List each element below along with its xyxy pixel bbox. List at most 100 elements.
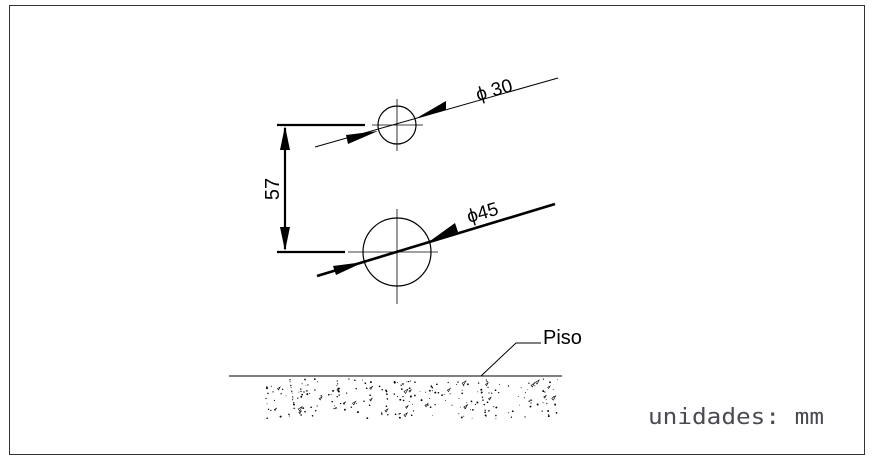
hatch-dot	[293, 407, 295, 409]
hatch-dot	[380, 413, 383, 415]
hatch-dot	[350, 406, 353, 408]
hatch-dot	[524, 392, 526, 394]
hatch-dot	[547, 415, 550, 418]
hatch-dot	[304, 410, 306, 413]
hatch-dot	[466, 383, 469, 386]
hatch-dot	[545, 399, 547, 401]
spacing-value-label: 57	[262, 178, 284, 200]
hatch-dot	[549, 381, 551, 384]
hatch-dot	[288, 415, 290, 417]
hatch-dot	[267, 392, 269, 395]
hatch-dot	[511, 410, 514, 413]
hatch-aggregate	[547, 385, 551, 390]
hatch-dot	[293, 403, 295, 406]
hatch-dot	[458, 413, 460, 415]
hatch-dot	[491, 392, 493, 394]
hatch-dot	[314, 389, 316, 391]
hatch-dot	[548, 414, 550, 416]
hatch-dot	[508, 412, 510, 414]
hatch-dot	[484, 414, 487, 417]
hatch-dot	[331, 400, 333, 403]
hatch-dot	[400, 413, 401, 415]
hatch-dot	[402, 383, 404, 385]
hatch-dot	[290, 384, 292, 387]
hatch-dot	[488, 409, 490, 412]
hatch-dot	[400, 388, 403, 390]
hatch-dot	[266, 417, 268, 419]
hatch-dot	[387, 414, 389, 416]
spacing-dimension: 57	[262, 123, 365, 254]
hatch-dot	[272, 391, 274, 393]
hatch-dot	[427, 404, 429, 406]
hatch-dot	[483, 403, 485, 406]
hatch-dot	[308, 392, 310, 394]
hatch-dot	[485, 379, 487, 381]
hatch-aggregate	[403, 388, 409, 395]
hatch-dot	[434, 391, 437, 394]
hatch-dot	[493, 406, 495, 408]
hatch-dot	[480, 391, 483, 394]
hatch-dot	[297, 397, 299, 399]
hatch-dot	[398, 413, 400, 415]
hatch-dot	[332, 390, 334, 392]
hatch-dot	[334, 408, 336, 410]
hatch-dot	[289, 381, 291, 383]
hatch-dot	[429, 406, 432, 409]
hatch-dot	[554, 404, 556, 406]
hatch-dot	[356, 403, 357, 405]
hatch-dot	[542, 390, 545, 393]
hatch-aggregate	[318, 396, 323, 401]
hatch-dot	[546, 402, 548, 404]
hatch-dot	[369, 381, 372, 384]
hatch-aggregate	[384, 408, 389, 413]
hatch-dot	[431, 390, 433, 392]
hatch-aggregate	[463, 403, 469, 410]
hatch-dot	[536, 403, 539, 406]
hatch-dot	[346, 392, 348, 394]
hatch-dot	[281, 388, 284, 390]
floor: Piso	[229, 327, 582, 420]
hatch-dot	[486, 401, 489, 404]
hatch-dot	[407, 380, 410, 383]
drawing-frame	[9, 5, 865, 455]
hatch-dot	[480, 388, 483, 391]
hatch-aggregate	[446, 387, 452, 393]
hatch-dot	[289, 379, 291, 381]
hatch-dot	[393, 381, 396, 383]
hatch-dot	[529, 399, 532, 401]
hatch-dot	[316, 405, 318, 407]
hatch-aggregate	[336, 387, 341, 392]
hatch-aggregate	[405, 404, 409, 409]
hatch-dot	[449, 393, 451, 395]
hatch-aggregate	[530, 382, 536, 388]
hatch-dot	[410, 414, 413, 417]
hatch-dot	[472, 409, 474, 411]
hatch-dot	[291, 399, 293, 401]
hatch-dot	[486, 381, 488, 383]
hatch-dot	[292, 396, 294, 398]
hatch-dot	[520, 387, 522, 389]
hatch-dot	[339, 402, 342, 405]
hatch-aggregate	[342, 401, 347, 405]
hatch-aggregate	[424, 402, 429, 408]
hatch-dot	[292, 398, 294, 400]
hatch-aggregate	[543, 394, 547, 399]
hatch-dot	[402, 399, 405, 402]
units-note: unidades: mm	[648, 405, 824, 430]
hatch-dot	[517, 396, 519, 398]
small-hole-arrow-left	[346, 131, 378, 144]
spacing-arrow-bottom	[280, 227, 290, 251]
hatch-dot	[398, 416, 401, 419]
hatch-dot	[534, 385, 536, 387]
hatch-dot	[378, 385, 381, 388]
hatch-dot	[393, 393, 396, 395]
hatch-dot	[307, 384, 309, 386]
hatch-dot	[310, 406, 312, 409]
hatch-dot	[463, 415, 465, 417]
hatch-dot	[408, 387, 411, 389]
hatch-aggregate	[369, 397, 373, 402]
hatch-dot	[298, 391, 300, 393]
hatch-dot	[279, 415, 282, 418]
hatch-aggregate	[535, 379, 540, 385]
